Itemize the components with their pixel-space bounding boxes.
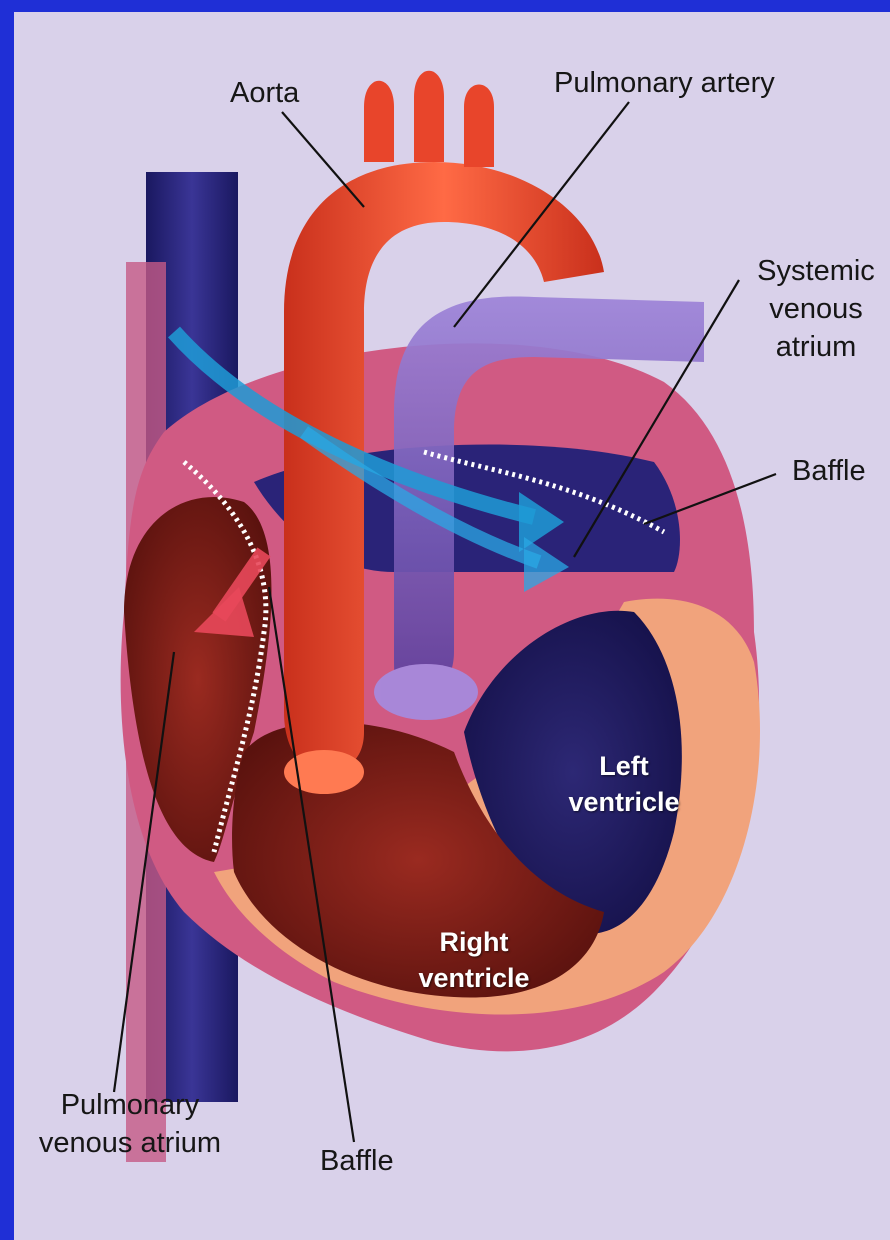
label-systemic-venous-atrium: Systemic venous atrium [742, 252, 890, 366]
label-line: Right [384, 924, 564, 960]
label-line: Left [534, 748, 714, 784]
illustration-panel: Aorta Pulmonary artery Systemic venous a… [14, 12, 890, 1240]
label-pulmonary-venous-atrium: Pulmonary venous atrium [14, 1086, 246, 1162]
label-line: Pulmonary [14, 1086, 246, 1124]
label-line: ventricle [384, 960, 564, 996]
label-right-ventricle: Right ventricle [384, 924, 564, 996]
label-line: ventricle [534, 784, 714, 820]
label-line: Systemic [742, 252, 890, 290]
label-line: atrium [742, 328, 890, 366]
label-pulmonary-artery: Pulmonary artery [554, 64, 775, 102]
label-aorta: Aorta [230, 74, 299, 112]
label-left-ventricle: Left ventricle [534, 748, 714, 820]
label-line: venous atrium [14, 1124, 246, 1162]
label-baffle-bottom: Baffle [320, 1142, 394, 1180]
label-baffle-right: Baffle [792, 452, 866, 490]
label-line: venous [742, 290, 890, 328]
heart-illustration [14, 12, 890, 1240]
